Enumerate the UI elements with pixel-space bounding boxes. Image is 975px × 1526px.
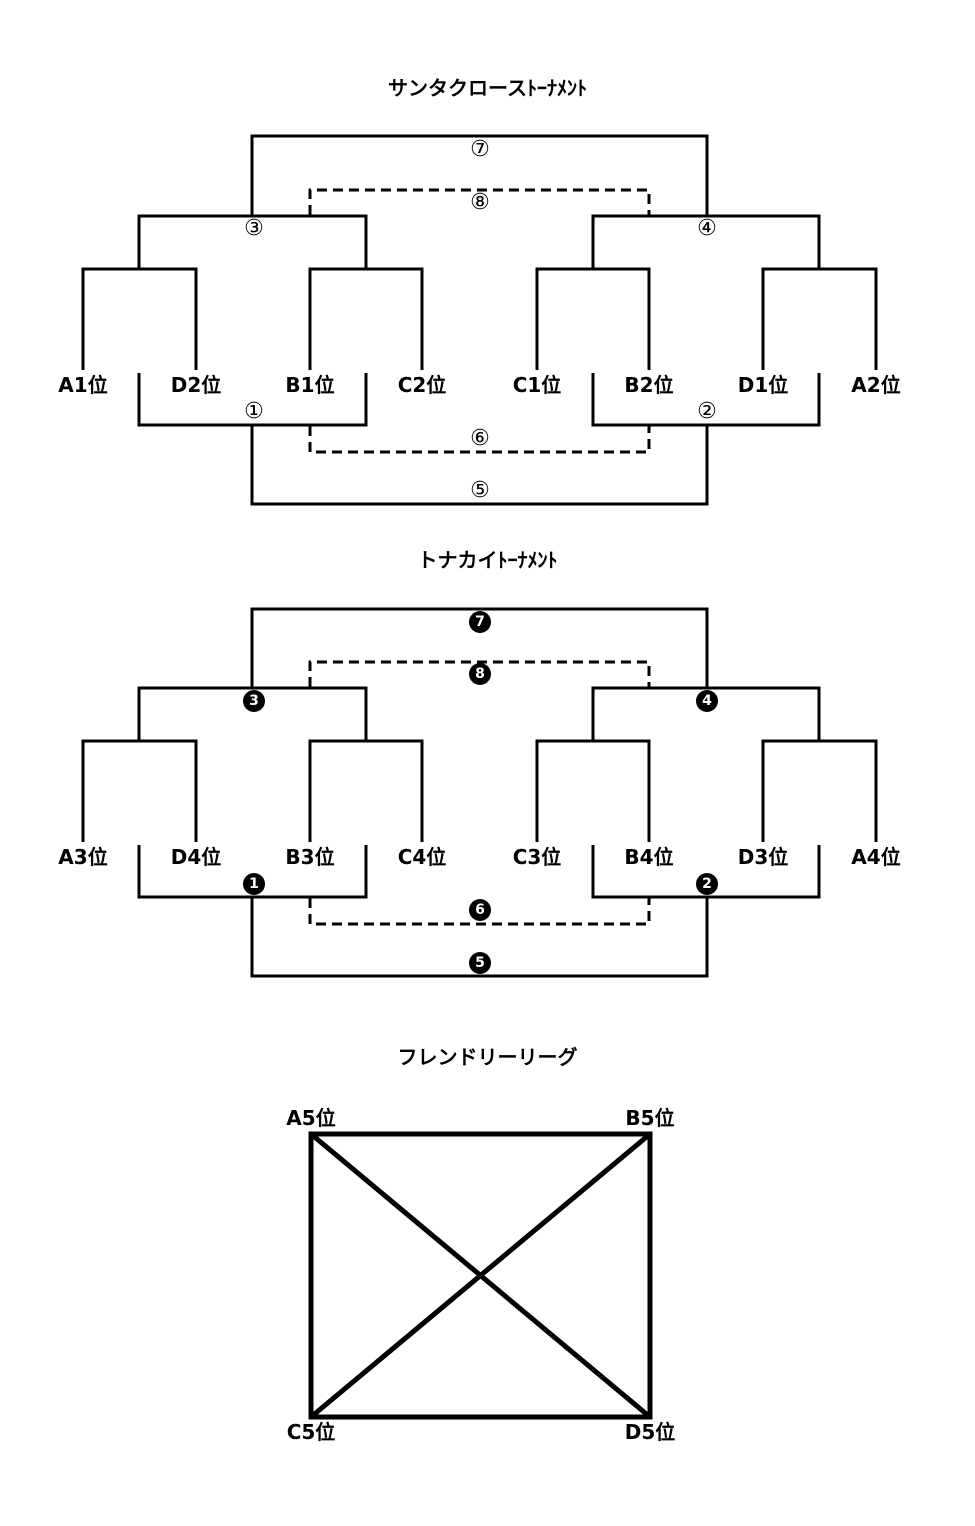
tonakai-line-bottom-outer <box>250 898 709 978</box>
tonakai-seat-1: A3位 <box>58 845 108 869</box>
tonakai-match-8: 8 <box>469 663 491 685</box>
tonakai-line-semi-right <box>591 686 821 740</box>
tonakai-match-1: 1 <box>243 873 265 895</box>
santa-line-semi-right <box>591 214 821 268</box>
santa-seat-3: B1位 <box>285 373 335 397</box>
santa-seat-6: B2位 <box>624 373 674 397</box>
santa-line-semi-left <box>137 214 368 268</box>
santa-line-q4-top <box>761 267 878 370</box>
santa-line-bottom-left <box>137 373 368 427</box>
santa-line-dashed-top <box>308 188 651 215</box>
tonakai-seat-8: A4位 <box>851 845 901 869</box>
tonakai-line-q3-top <box>535 739 651 842</box>
tonakai-line-dashed-bottom <box>308 898 651 926</box>
tonakai-match-4: 4 <box>696 690 718 712</box>
santa-match-2: ② <box>697 399 717 424</box>
santa-line-bottom-outer <box>250 426 709 506</box>
league-diagonal-2 <box>309 1132 652 1419</box>
tonakai-seat-6: B4位 <box>624 845 674 869</box>
tonakai-line-final <box>250 607 709 687</box>
friendly-title: フレンドリーリーグ <box>397 1045 578 1069</box>
santa-seat-5: C1位 <box>512 373 562 397</box>
santa-match-8: ⑧ <box>470 190 490 215</box>
tonakai-seat-7: D3位 <box>737 845 789 869</box>
league-seat-b5: B5位 <box>625 1106 675 1130</box>
tonakai-title: トナカイﾄｰﾅﾒﾝﾄ <box>417 548 558 572</box>
santa-line-dashed-bottom <box>308 426 651 454</box>
santa-line-q3-top <box>535 267 651 370</box>
tonakai-line-dashed-top <box>308 660 651 687</box>
santa-title: サンタクロースﾄｰﾅﾒﾝﾄ <box>388 76 587 100</box>
league-box <box>308 1131 653 1420</box>
santa-seat-2: D2位 <box>170 373 222 397</box>
santa-match-5: ⑤ <box>470 478 490 503</box>
santa-line-q1-top <box>81 267 198 370</box>
tonakai-line-bottom-left <box>137 845 368 899</box>
tonakai-match-6: 6 <box>469 899 491 921</box>
tonakai-line-q1-top <box>81 739 198 842</box>
santa-line-q2-top <box>308 267 424 370</box>
tonakai-match-2: 2 <box>696 873 718 895</box>
santa-line-final <box>250 134 709 215</box>
tonakai-line-bottom-right <box>591 845 821 899</box>
tonakai-seat-4: C4位 <box>397 845 447 869</box>
santa-seat-8: A2位 <box>851 373 901 397</box>
league-seat-a5: A5位 <box>286 1106 336 1130</box>
santa-line-bottom-right <box>591 373 821 427</box>
tonakai-match-7: 7 <box>469 611 491 633</box>
league-seat-c5: C5位 <box>286 1420 336 1444</box>
santa-match-6: ⑥ <box>470 426 490 451</box>
santa-seat-7: D1位 <box>737 373 789 397</box>
santa-seat-1: A1位 <box>58 373 108 397</box>
santa-match-3: ③ <box>244 216 264 241</box>
tonakai-match-3: 3 <box>243 690 265 712</box>
tonakai-seat-3: B3位 <box>285 845 335 869</box>
tonakai-line-q4-top <box>761 739 878 842</box>
tonakai-seat-2: D4位 <box>170 845 222 869</box>
santa-match-4: ④ <box>697 216 717 241</box>
santa-seat-4: C2位 <box>397 373 447 397</box>
tonakai-line-q2-top <box>308 739 424 842</box>
santa-match-7: ⑦ <box>470 137 490 162</box>
tonakai-line-semi-left <box>137 686 368 740</box>
santa-match-1: ① <box>244 399 264 424</box>
tonakai-seat-5: C3位 <box>512 845 562 869</box>
league-seat-d5: D5位 <box>624 1420 676 1444</box>
tonakai-match-5: 5 <box>469 952 491 974</box>
